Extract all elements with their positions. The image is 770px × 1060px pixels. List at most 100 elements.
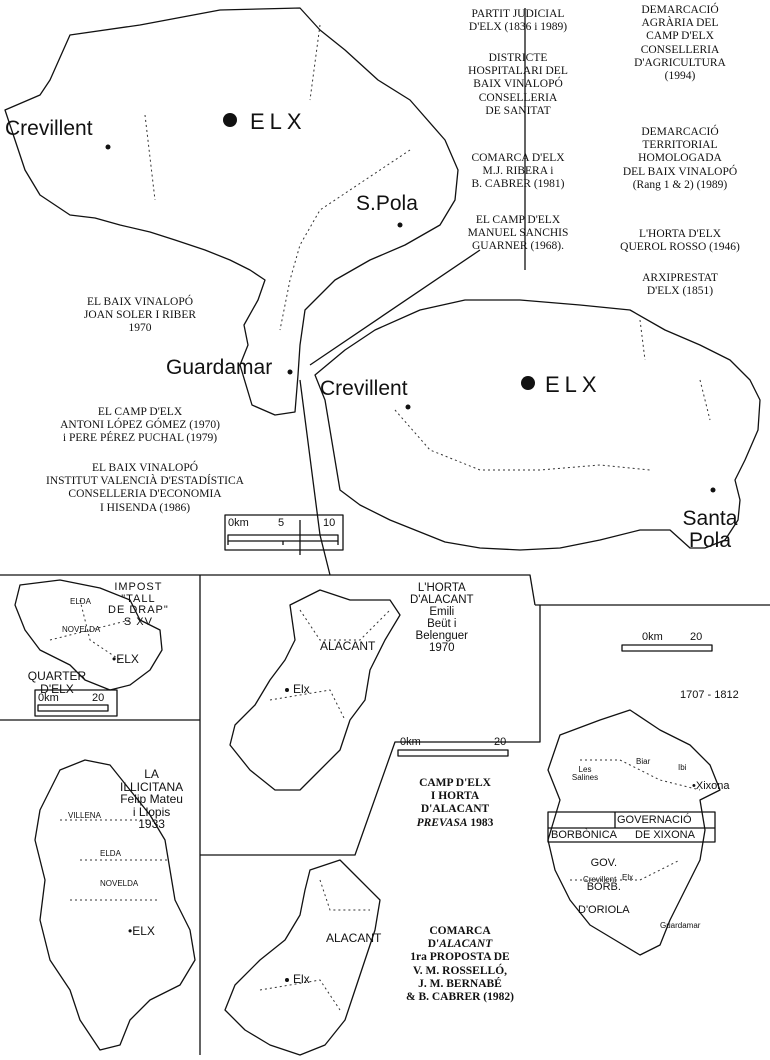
illicitana-elx-label: •ELX (128, 924, 155, 938)
comarca-outline (224, 859, 381, 1056)
impost-quarter-label: QUARTER D'ELX (22, 670, 92, 695)
horta-caption: CAMP D'ELX I HORTA D'ALACANT PREVASA 198… (385, 777, 525, 830)
scale-main-zero: 0km (228, 517, 249, 529)
frame-divider-lower (0, 574, 770, 1055)
map1-guardamar-label: Guardamar (166, 356, 273, 379)
legend-line: DEMARCACIÓ (641, 126, 719, 138)
title-line: i Llopis (132, 804, 171, 819)
title-line: 1933 (138, 817, 165, 832)
legend-line: HOMOLOGADA (638, 152, 722, 165)
caption-fragment: ALACANT (439, 938, 493, 951)
title-line: LA (144, 767, 159, 781)
legend-line: DEL BAIX VINALOPÓ (622, 165, 738, 178)
scale-box-main (224, 514, 344, 551)
legend-col2-item4: ARXIPRESTAT D'ELX (1851) (605, 272, 755, 298)
scale-horta-end: 20 (494, 736, 507, 748)
place-line: D'ELX (40, 681, 74, 696)
impost-title: IMPOST "TALL DE DRAP" S XV (108, 581, 169, 628)
legend-col1-item2: DISTRICTE HOSPITALARI DEL BAIX VINALOPÓ … (458, 52, 578, 118)
caption-line: CONSELLERIA D'ECONOMIA (68, 488, 222, 501)
caption-line: D'ALACANT (385, 938, 535, 951)
impost-borders (49, 599, 131, 661)
xixona-borbonica-label: BORBÒNICA (551, 829, 618, 841)
xixona-dexixona-label: DE XIXONA (635, 829, 695, 841)
map1-crevillent-label: Crevillent (5, 117, 93, 140)
scale-main-mid: 5 (278, 517, 285, 529)
horta-elx-label: Elx (293, 682, 310, 696)
map2-elx-dot (521, 376, 535, 390)
caption-line: ANTONI LÓPEZ GÓMEZ (1970) (60, 419, 220, 432)
horta-alacant-label: ALACANT (320, 639, 376, 653)
place-line: Salines (571, 773, 599, 783)
legend-line: (Rang 1 & 2) (1989) (632, 178, 728, 191)
xixona-years: 1707 - 1812 (680, 689, 739, 701)
map2-crevillent-dot (405, 404, 411, 410)
comarca-caption: COMARCA D'ALACANT 1ra PROPOSTA DE V. M. … (385, 925, 535, 1004)
illicitana-elda-label: ELDA (100, 849, 121, 858)
place-line: BORB. (586, 880, 621, 893)
illicitana-title: LA ILLICITANA Felip Mateu i Llopis 1933 (120, 768, 183, 831)
caption-line: 1ra PROPOSTA DE (410, 951, 510, 964)
map1-internal-borders (144, 24, 411, 331)
scale-xixona-end: 20 (690, 631, 703, 643)
legend-line: M.J. RIBERA i (482, 165, 554, 178)
caption-line: PREVASA 1983 (385, 817, 525, 830)
caption-line: COMARCA (429, 925, 491, 937)
caption-line: D'ALACANT (385, 803, 525, 816)
map1-elx-label: ELX (250, 109, 307, 134)
title-line: Beüt i (427, 618, 457, 631)
xixona-biar-label: Biar (636, 757, 651, 766)
xixona-elx-label: Elx (622, 873, 634, 882)
map1-guardamar-dot (287, 369, 293, 375)
frame-divider-top (299, 8, 526, 576)
scale-horta-zero: 0km (400, 736, 421, 748)
legend-col2-item2: DEMARCACIÓ TERRITORIAL HOMOLOGADA DEL BA… (605, 126, 755, 192)
caption-line: & B. CABRER (1982) (406, 991, 514, 1004)
illicitana-villena-label: VILLENA (68, 811, 101, 820)
caption-fragment: D'ALACANT (420, 803, 490, 816)
caption-line: 1970 (128, 322, 152, 335)
legend-line: CONSELLERIA (478, 91, 558, 104)
map1-spola-label: S.Pola (356, 192, 418, 215)
title-line: D'ALACANT (410, 594, 474, 607)
map2-crevillent-label: Crevillent (320, 377, 408, 400)
xixona-guardamar-label: Guardamar (660, 921, 701, 930)
caption-line: EL BAIX VINALOPÓ (86, 296, 194, 308)
scale-bar-xixona (621, 644, 713, 652)
comarca-borders (259, 879, 370, 1011)
title-line: "TALL (121, 592, 156, 605)
map2-outline (314, 299, 761, 551)
legend-col1-item1: PARTIT JUDICIAL D'ELX (1836 i 1989) (458, 8, 578, 34)
xixona-boxes (547, 811, 716, 843)
xixona-xixona-label: •Xixona (692, 780, 730, 792)
comarca-elx-label: Elx (293, 972, 310, 986)
legend-line: CAMP D'ELX (646, 30, 714, 43)
legend-line: TERRITORIAL (642, 139, 718, 152)
illicitana-outline (34, 759, 196, 1051)
caption-line: JOAN SOLER I RIBER (83, 309, 197, 322)
title-line: Belenguer (415, 630, 468, 643)
impost-elda-label: ELDA (70, 597, 91, 606)
map1-elx-dot (223, 113, 237, 127)
scale-impost-end: 20 (92, 692, 105, 704)
map1-crevillent-dot (105, 144, 111, 150)
impost-elx-label: •ELX (112, 652, 139, 666)
horta-outline (229, 589, 401, 791)
map1-outline (4, 7, 459, 416)
horta-title: L'HORTA D'ALACANT Emili Beüt i Belenguer… (410, 582, 474, 654)
legend-line: MANUEL SANCHIS (467, 227, 569, 240)
scale-impost-zero: 0km (38, 692, 59, 704)
legend-col2-item3: L'HORTA D'ELX QUEROL ROSSO (1946) (605, 228, 755, 254)
scale-bar-impost (37, 704, 109, 712)
legend-line: DISTRICTE (488, 52, 548, 64)
legend-line: PARTIT JUDICIAL (471, 8, 565, 20)
caption-line: EL BAIX VINALOPÓ (91, 462, 199, 474)
caption-line: CAMP D'ELX (419, 777, 491, 789)
legend-line: DEMARCACIÓ (641, 4, 719, 16)
caption-fragment: 1983 (470, 816, 494, 829)
title-line: Felip Mateu (120, 792, 183, 807)
scale-bar-main (227, 534, 339, 545)
legend-line: GUARNER (1968). (472, 240, 564, 253)
map1-caption-lopez: EL CAMP D'ELX ANTONI LÓPEZ GÓMEZ (1970) … (40, 406, 240, 446)
